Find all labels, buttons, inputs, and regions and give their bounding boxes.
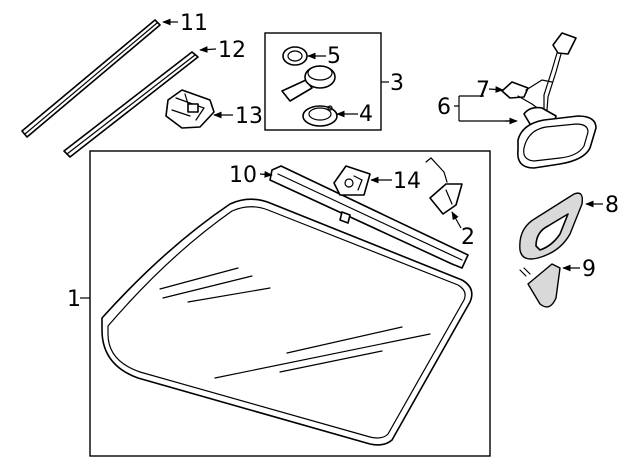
callout-5: 5 <box>327 44 341 69</box>
sensor-pad-4[interactable] <box>302 105 338 127</box>
callout-11: 11 <box>180 11 208 36</box>
callout-12: 12 <box>218 38 246 63</box>
clip-14[interactable] <box>333 165 371 196</box>
rain-sensor[interactable] <box>281 65 336 102</box>
callout-6: 6 <box>437 95 451 120</box>
moulding-strip-12[interactable] <box>63 51 199 158</box>
bracket-13[interactable] <box>165 89 215 129</box>
mirror-cover-8[interactable] <box>519 192 584 260</box>
leader-10 <box>259 171 273 178</box>
rearview-mirror-6[interactable] <box>517 106 597 169</box>
seal-ring-5[interactable] <box>282 46 308 66</box>
moulding-strip-11[interactable] <box>21 19 161 138</box>
leader-7 <box>488 86 504 93</box>
cowl-strip-10[interactable] <box>269 165 469 269</box>
harness-connector[interactable] <box>543 32 577 111</box>
windshield-box <box>89 150 491 457</box>
callout-13: 13 <box>235 104 263 129</box>
callout-8: 8 <box>605 193 619 218</box>
callout-14: 14 <box>393 169 421 194</box>
callout-4: 4 <box>359 102 373 127</box>
windshield-1[interactable] <box>101 198 473 446</box>
callout-2: 2 <box>461 225 475 250</box>
leader-12 <box>199 46 217 53</box>
callout-1: 1 <box>67 287 81 312</box>
callout-10: 10 <box>229 163 257 188</box>
mirror-bracket-2[interactable] <box>425 157 463 215</box>
callout-7: 7 <box>476 78 490 103</box>
leader-2 <box>451 211 462 229</box>
callout-3: 3 <box>390 71 404 96</box>
lower-cover-9[interactable] <box>519 263 561 308</box>
callout-9: 9 <box>582 257 596 282</box>
leader-6 <box>454 95 516 122</box>
